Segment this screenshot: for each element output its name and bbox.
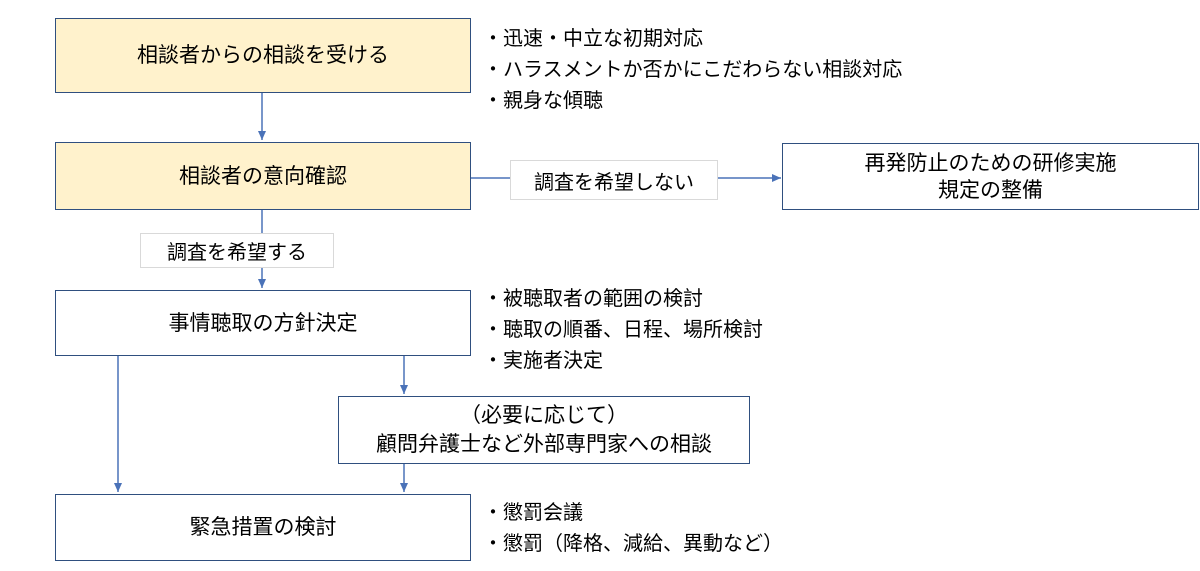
interview-policy-text: 事情聴取の方針決定 <box>168 310 358 335</box>
receive-note-2: ・ハラスメントか否かにこだわらない相談対応 <box>483 57 903 81</box>
receive-consultation-text: 相談者からの相談を受ける <box>137 43 389 68</box>
prevention-line-2: 規定の整備 <box>938 177 1043 202</box>
emergency-note-1: ・懲罰会議 <box>483 500 583 524</box>
receive-consultation-box: 相談者からの相談を受ける <box>55 18 471 93</box>
emergency-notes: ・懲罰会議 ・懲罰（降格、減給、異動など） <box>483 497 783 559</box>
prevention-box: 再発防止のための研修実施 規定の整備 <box>782 143 1199 210</box>
interview-policy-box: 事情聴取の方針決定 <box>55 290 471 356</box>
prevention-line-1: 再発防止のための研修実施 <box>864 151 1117 176</box>
policy-notes: ・被聴取者の範囲の検討 ・聴取の順番、日程、場所検討 ・実施者決定 <box>483 283 763 376</box>
receive-note-3: ・親身な傾聴 <box>483 88 603 112</box>
policy-note-2: ・聴取の順番、日程、場所検討 <box>483 317 763 341</box>
external-consult-box: （必要に応じて） 顧問弁護士など外部専門家への相談 <box>338 396 750 464</box>
intent-confirmation-box: 相談者の意向確認 <box>55 142 471 210</box>
external-consult-line-1: （必要に応じて） <box>460 402 628 427</box>
no-investigation-text: 調査を希望しない <box>534 169 694 194</box>
emergency-measures-text: 緊急措置の検討 <box>189 515 337 540</box>
policy-note-1: ・被聴取者の範囲の検討 <box>483 286 703 310</box>
receive-notes: ・迅速・中立な初期対応 ・ハラスメントか否かにこだわらない相談対応 ・親身な傾聴 <box>483 23 902 116</box>
emergency-note-2: ・懲罰（降格、減給、異動など） <box>483 531 783 555</box>
policy-note-3: ・実施者決定 <box>483 348 603 372</box>
emergency-measures-box: 緊急措置の検討 <box>55 494 471 561</box>
investigation-text: 調査を希望する <box>167 240 307 264</box>
investigation-label: 調査を希望する <box>140 233 334 268</box>
no-investigation-label: 調査を希望しない <box>510 160 718 200</box>
intent-confirmation-text: 相談者の意向確認 <box>179 163 347 188</box>
external-consult-line-2: 顧問弁護士など外部専門家への相談 <box>376 432 712 456</box>
receive-note-1: ・迅速・中立な初期対応 <box>483 26 703 50</box>
